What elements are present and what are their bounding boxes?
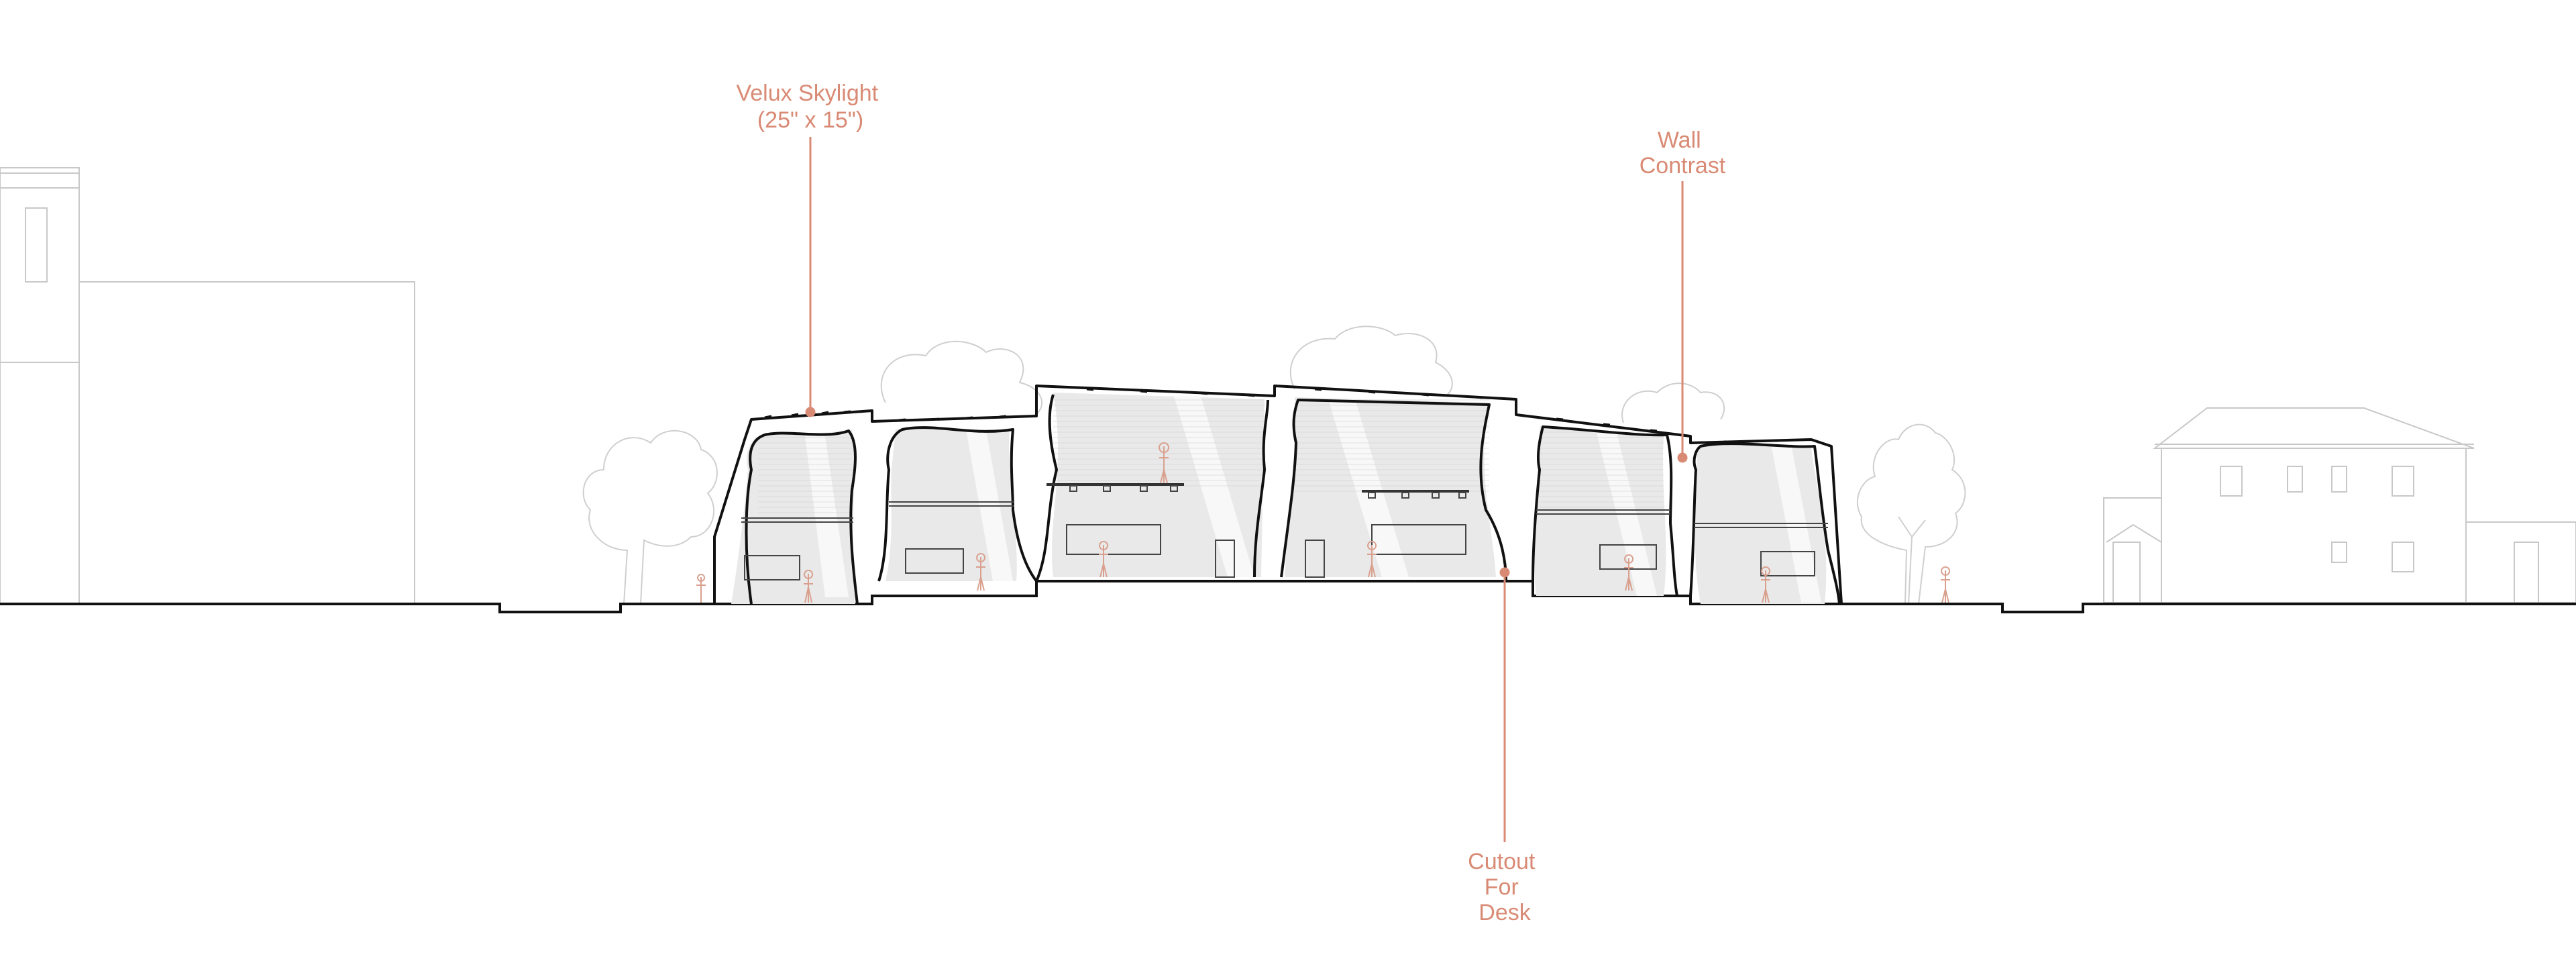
skylight-annotation: Velux Skylight (25" x 15") bbox=[736, 81, 884, 133]
interior-details bbox=[741, 483, 1828, 580]
ground-line bbox=[0, 580, 2576, 613]
skylight-label-line-2: (25" x 15") bbox=[757, 107, 863, 133]
right-context-house bbox=[2103, 407, 2576, 603]
wall-label-line-1: Wall bbox=[1658, 128, 1701, 153]
desk-label-line-3: Desk bbox=[1479, 900, 1531, 925]
wall-annotation: Wall Contrast bbox=[1640, 128, 1726, 179]
desk-label-line-1: Cutout bbox=[1468, 849, 1536, 874]
desk-leader-dot bbox=[1499, 567, 1510, 578]
desk-label-line-2: For bbox=[1485, 874, 1519, 900]
wall-label-line-2: Contrast bbox=[1640, 153, 1726, 179]
wall-hatching bbox=[758, 396, 1664, 517]
background-trees bbox=[582, 325, 1966, 605]
skylight-label-line-1: Velux Skylight bbox=[736, 81, 878, 106]
human-figures bbox=[696, 442, 1951, 603]
desk-annotation: Cutout For Desk bbox=[1468, 849, 1542, 925]
skylight-marks bbox=[764, 388, 1778, 443]
wall-leader-dot bbox=[1677, 452, 1688, 463]
skylight-leader-dot bbox=[805, 407, 816, 417]
left-context-building bbox=[0, 167, 415, 605]
annotation-leaders bbox=[805, 137, 1688, 842]
section-outline bbox=[713, 385, 1843, 605]
